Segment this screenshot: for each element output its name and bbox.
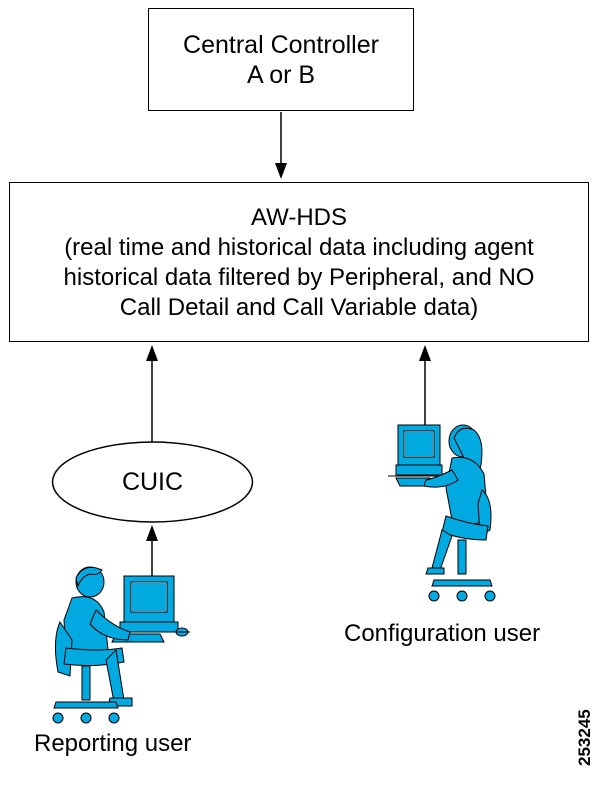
arrow-config-to-awhds — [419, 345, 431, 425]
aw-hds-description-line-3: Call Detail and Call Variable data) — [119, 294, 479, 321]
female-user-at-computer-icon — [388, 424, 496, 602]
aw-hds-description-line-2: historical data filtered by Peripheral, … — [63, 264, 535, 291]
central-controller-subtitle: A or B — [246, 60, 316, 89]
central-controller-title: Central Controller — [183, 30, 379, 59]
arrow-reporting-to-cuic — [146, 525, 158, 576]
cuic-ellipse — [51, 441, 254, 523]
male-user-at-computer-icon — [52, 566, 190, 724]
reporting-user-label: Reporting user — [34, 730, 192, 757]
arrow-cc-to-awhds — [275, 112, 287, 179]
central-controller-box: Central Controller A or B — [148, 8, 414, 111]
cuic-label: CUIC — [121, 467, 184, 496]
arrow-cuic-to-awhds — [146, 345, 158, 443]
figure-number: 253245 — [575, 709, 594, 766]
aw-hds-box: AW-HDS (real time and historical data in… — [9, 182, 589, 342]
aw-hds-description-line-1: (real time and historical data including… — [64, 234, 534, 261]
configuration-user-label: Configuration user — [344, 620, 541, 647]
aw-hds-title: AW-HDS — [251, 204, 347, 231]
